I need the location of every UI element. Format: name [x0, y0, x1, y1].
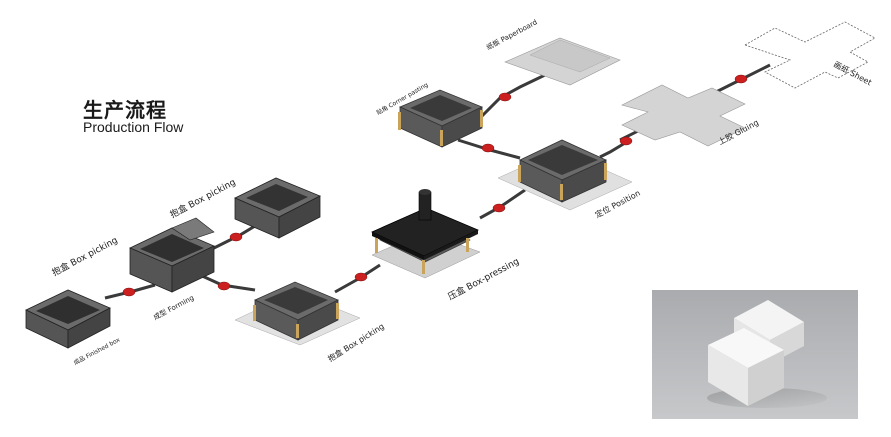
- connector-line: [468, 73, 546, 130]
- flow-node: [734, 74, 748, 84]
- flow-node: [229, 232, 243, 242]
- label-paperboard: 纸板 Paperboard: [485, 17, 539, 51]
- paperboard-sheet: [504, 37, 621, 86]
- product-photo: [652, 290, 858, 419]
- flow-node: [217, 281, 231, 291]
- connector-line: [479, 188, 526, 220]
- sheet-blank: [744, 21, 876, 89]
- flow-nodes: [122, 74, 748, 297]
- title-english: Production Flow: [83, 119, 184, 135]
- box-picking-lower-box: [234, 281, 361, 346]
- finished-box: [25, 289, 111, 349]
- flow-node: [498, 92, 512, 102]
- box-pressing-station: [371, 189, 481, 279]
- flow-node: [481, 143, 495, 153]
- label-box-picking-upper: 抱盒 Box picking: [168, 176, 238, 221]
- title-chinese: 生产流程: [83, 98, 167, 122]
- label-box-picking-left: 抱盒 Box picking: [50, 234, 120, 279]
- flow-node: [354, 272, 368, 282]
- label-forming: 成型 Forming: [152, 293, 196, 322]
- gluing-sheet: [621, 84, 746, 147]
- flow-node: [619, 136, 633, 146]
- forming-box: [129, 217, 215, 293]
- corner-pasting-box: [398, 89, 483, 148]
- flow-node: [492, 203, 506, 213]
- box-picking-upper-box: [234, 177, 321, 239]
- flow-node: [122, 287, 136, 297]
- position-box: [497, 139, 633, 211]
